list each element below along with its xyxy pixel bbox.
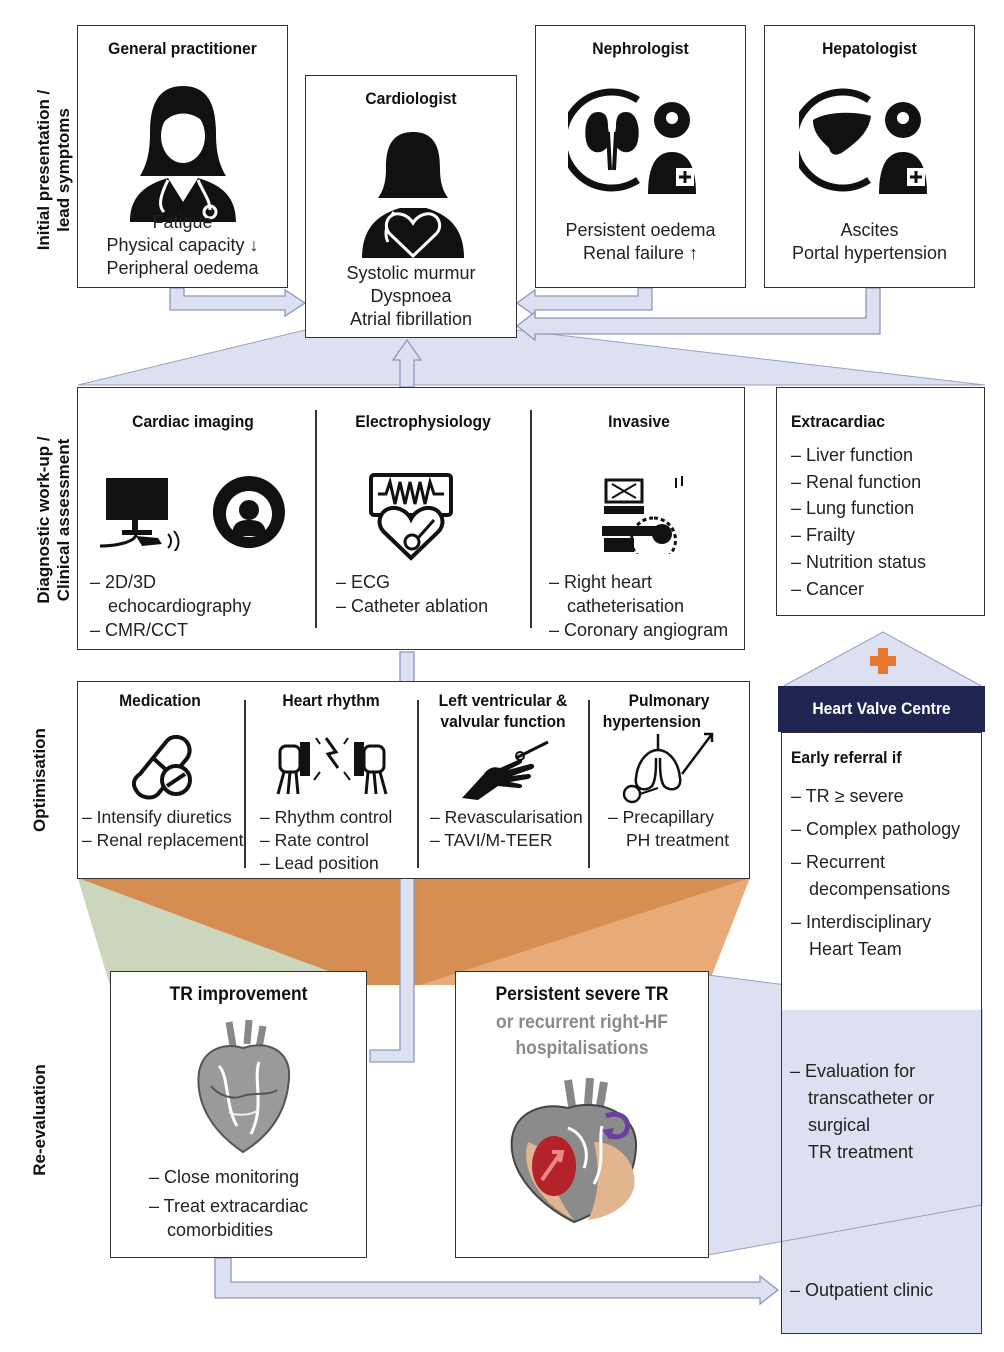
hvc-title: Heart Valve Centre [812,699,951,718]
cardiologist-icon [362,132,464,259]
row-label-reevaluation: Re-evaluation [30,1064,49,1176]
diagnostic-separator-2 [530,410,532,628]
funnel-green-left [78,878,366,985]
nephrologist-title: Nephrologist [592,39,689,58]
row-label-diagnostic: Diagnostic work-up /Clinical assessment [34,436,73,604]
diagnostic-separator-1 [315,410,317,628]
imaging-title: Cardiac imaging [132,412,254,431]
arrow-workup-to-cardiologist [391,338,423,388]
rhythm-items: – Rhythm control – Rate control – Lead p… [260,807,393,873]
row-label-optimisation: Optimisation [30,728,49,832]
diseased-heart-icon [510,1077,638,1224]
persistent-tr-title: Persistent severe TR [495,984,669,1005]
pills-icon [131,735,192,800]
optimisation-separator-2 [417,700,419,868]
funnel-orange-light [420,878,750,985]
arrow-nephrologist-to-cardiologist [515,287,653,318]
invasive-title: Invasive [608,412,670,431]
mri-scanner-icon [212,476,285,548]
arrow-improvement-to-outpatient [214,1257,780,1306]
medication-title: Medication [119,691,201,710]
ph-items: – Precapillary PH treatment [608,807,730,850]
surgery-hand-icon [462,740,549,800]
medication-items: – Intensify diuretics – Renal replacemen… [82,807,244,850]
electro-items: – ECG – Catheter ablation [336,572,489,616]
tr-improvement-items: – Close monitoring – Treat extracardiac … [149,1167,309,1240]
plus-icon [870,648,896,674]
hvc-outpatient: – Outpatient clinic [790,1280,934,1300]
early-referral-box: Early referral if – TR ≥ severe – Comple… [781,732,982,1010]
early-referral-title: Early referral if [791,748,902,767]
optimisation-box: Medication – Intensify diuretics – Renal… [77,681,750,879]
defibrillator-icon [276,737,388,795]
tr-improvement-title: TR improvement [169,984,308,1005]
extracardiac-items: – Liver function – Renal function – Lung… [791,445,927,599]
lv-title: Left ventricular &valvular function [438,691,568,731]
rhythm-title: Heart rhythm [282,691,380,710]
early-referral-items: – TR ≥ severe – Complex pathology – Recu… [791,786,961,959]
arrow-gp-to-cardiologist [169,287,307,318]
doctor-icon [130,86,236,222]
catheter-lab-icon [602,476,683,554]
row-label-initial: Initial presentation /lead symptoms [34,89,73,251]
echo-machine-icon [99,478,180,551]
cardiologist-title: Cardiologist [365,89,457,108]
optimisation-separator-3 [588,700,590,868]
heart-anatomy-icon [197,1019,291,1154]
imaging-items: – 2D/3D echocardiography – CMR/CCT [90,572,252,640]
hvc-header: Heart Valve Centre [778,686,985,732]
invasive-items: – Right heart catheterisation – Coronary… [549,572,729,640]
electro-title: Electrophysiology [355,412,491,431]
liver-doctor-icon [799,88,927,194]
gp-title: General practitioner [108,39,257,58]
optimisation-separator-1 [244,700,246,868]
funnel-cardiologist-to-workup [77,329,986,386]
lungs-icon [622,732,714,804]
extracardiac-title: Extracardiac [791,412,885,431]
persistent-tr-box: Persistent severe TR or recurrent right-… [455,971,709,1258]
lv-items: – Revascularisation – TAVI/M-TEER [430,807,583,850]
diagnostic-box: Cardiac imaging – 2D/3D echocardiography… [77,387,745,650]
hvc-evaluation-items: – Evaluation for transcatheter or surgic… [790,1061,935,1162]
kidney-doctor-icon [568,88,696,194]
tr-improvement-box: TR improvement – Close monitoring – Trea… [110,971,367,1258]
extracardiac-box: Extracardiac – Liver function – Renal fu… [776,387,985,616]
ecg-heart-icon [369,473,453,561]
hepatologist-title: Hepatologist [822,39,917,58]
arrow-hepatologist-to-cardiologist [515,287,881,342]
